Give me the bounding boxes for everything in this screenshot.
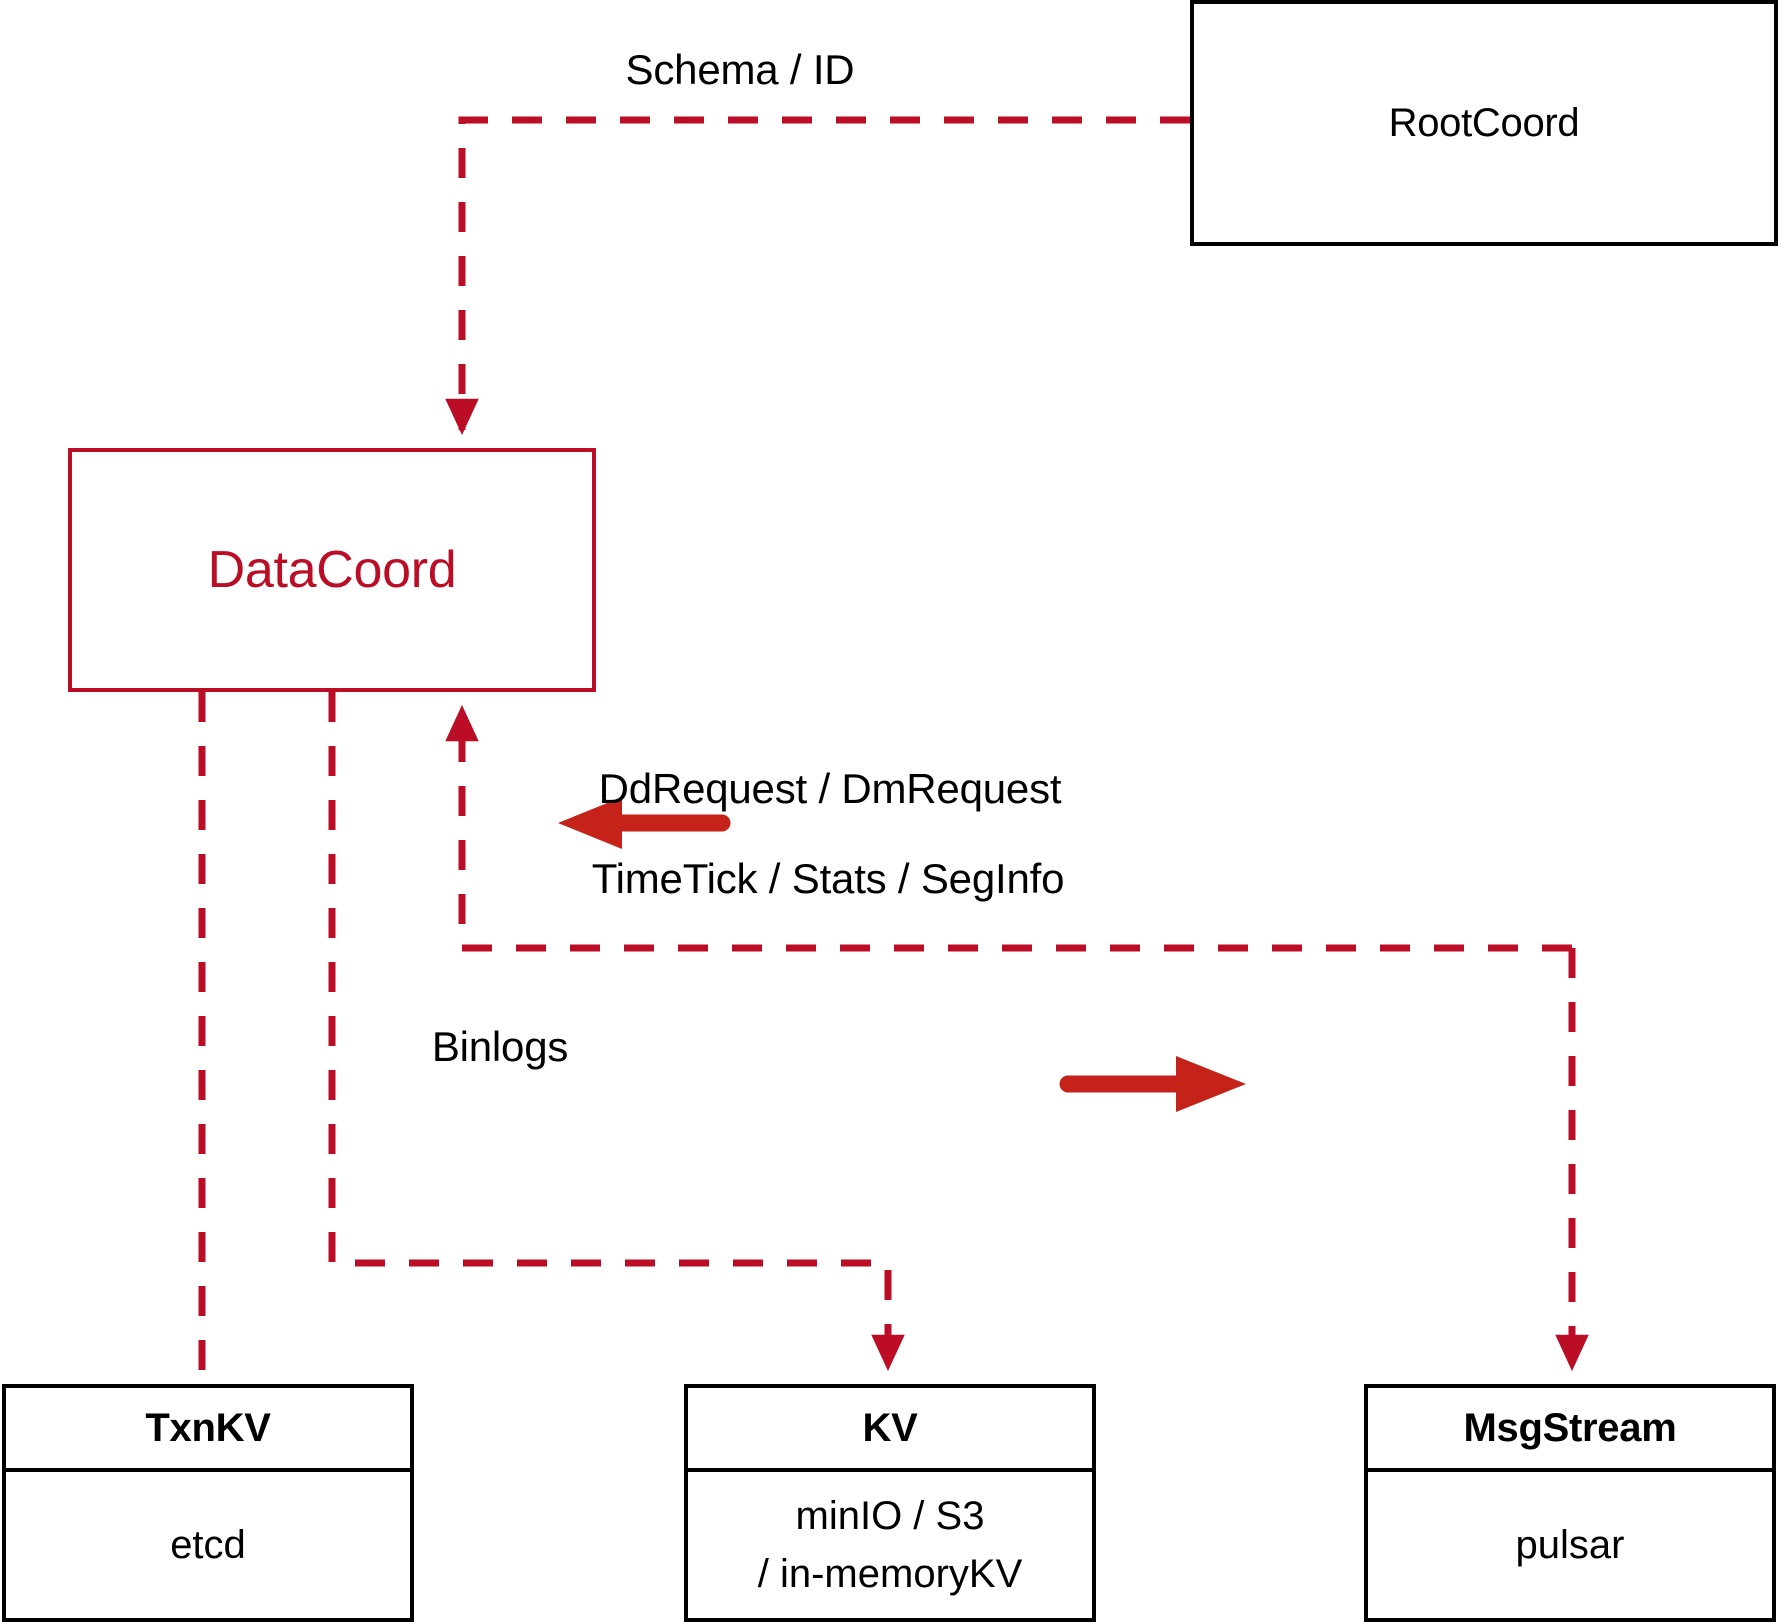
node-txnkv-body-line-1: etcd	[170, 1523, 246, 1567]
edge-label-schema-id: Schema / ID	[625, 46, 855, 93]
node-msgstream-divider	[1368, 1468, 1772, 1472]
edge-ddrequest-dmrequest	[445, 704, 1572, 952]
node-txnkv[interactable]: TxnKV etcd	[2, 1384, 414, 1622]
node-txnkv-divider	[6, 1468, 410, 1472]
node-msgstream-title: MsgStream	[1463, 1405, 1677, 1450]
node-msgstream-body-line-1: pulsar	[1515, 1523, 1625, 1567]
edge-schema-id	[445, 116, 1190, 436]
edge-label-timetick-stats-seginfo: TimeTick / Stats / SegInfo	[591, 855, 1065, 902]
direction-arrow-right-icon	[1059, 1056, 1246, 1112]
node-txnkv-title: TxnKV	[145, 1405, 271, 1450]
node-kv[interactable]: KV minIO / S3 / in-memoryKV	[684, 1384, 1096, 1622]
node-kv-body: minIO / S3 / in-memoryKV	[688, 1472, 1092, 1618]
node-rootcoord-title: RootCoord	[1388, 100, 1580, 145]
node-txnkv-body: etcd	[6, 1472, 410, 1618]
node-datacoord[interactable]: DataCoord	[68, 448, 596, 692]
edge-label-ddrequest-dmrequest: DdRequest / DmRequest	[598, 765, 1062, 812]
node-msgstream-body: pulsar	[1368, 1472, 1772, 1618]
node-kv-body-line-1: minIO / S3	[795, 1494, 985, 1538]
edge-label-binlogs: Binlogs	[431, 1023, 569, 1070]
node-kv-title: KV	[862, 1405, 918, 1450]
node-kv-body-line-2: / in-memoryKV	[757, 1552, 1023, 1596]
node-rootcoord[interactable]: RootCoord	[1190, 0, 1778, 246]
node-datacoord-title: DataCoord	[207, 541, 457, 599]
node-kv-divider	[688, 1468, 1092, 1472]
node-msgstream[interactable]: MsgStream pulsar	[1364, 1384, 1776, 1622]
